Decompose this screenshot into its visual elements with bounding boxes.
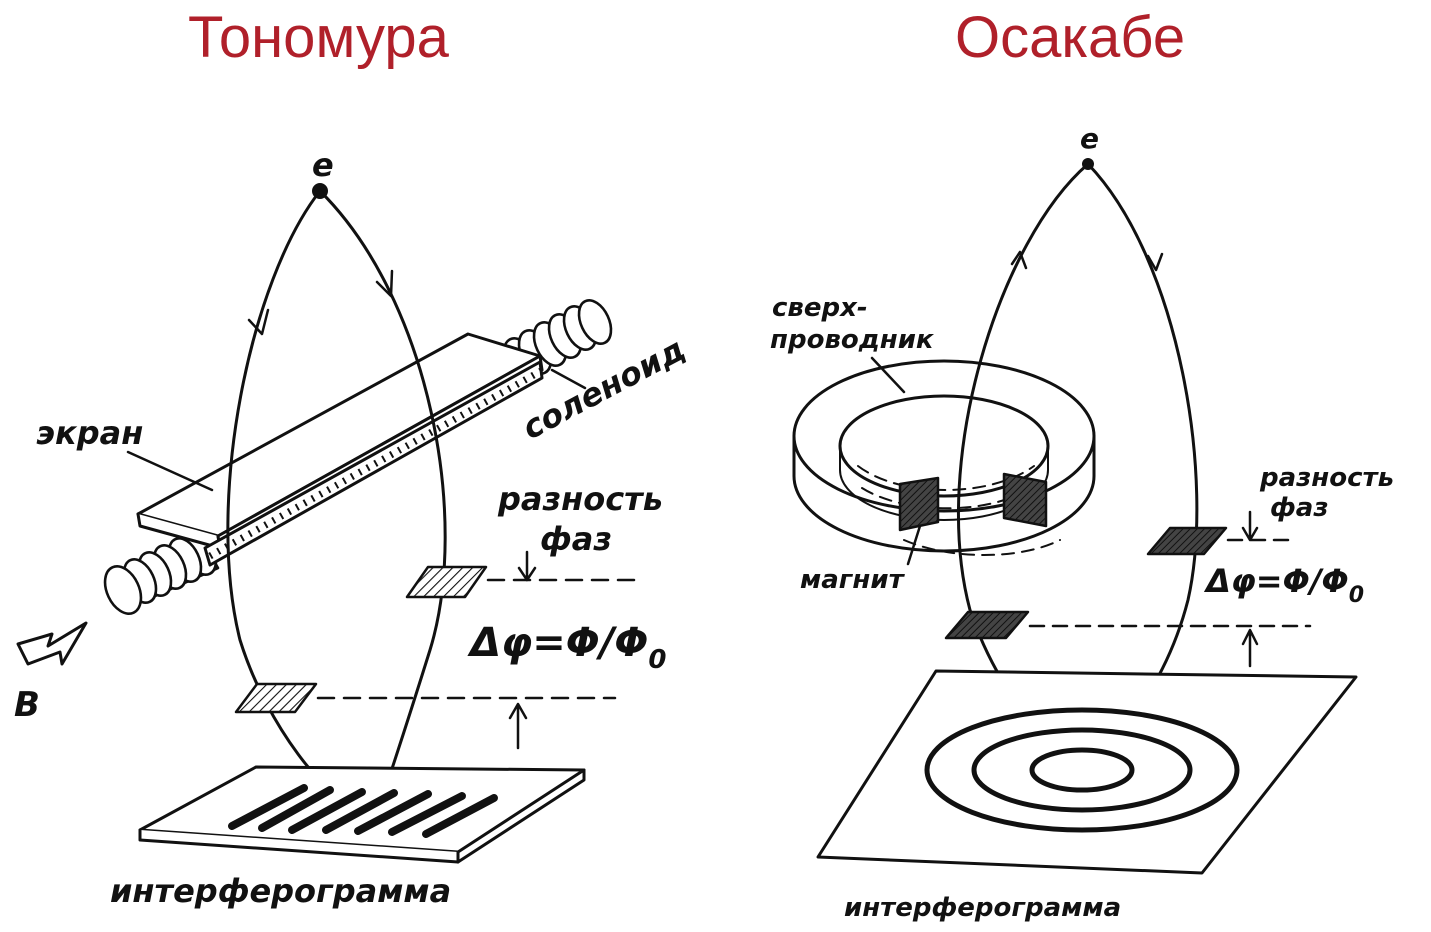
formula-left: Δφ=Φ/Φ0 bbox=[467, 620, 666, 675]
field-label-b: B bbox=[14, 685, 40, 725]
phase-arrow-up-left bbox=[508, 702, 528, 750]
tonomura-diagram bbox=[16, 183, 642, 864]
screen-bar bbox=[136, 332, 544, 567]
osakabe-diagram bbox=[792, 158, 1358, 875]
superconductor-label-1: сверх- bbox=[772, 293, 868, 323]
title-tonomura: Тономура bbox=[188, 5, 449, 70]
interferogram-label-left: интерферограмма bbox=[110, 872, 451, 910]
electron-label-left: e bbox=[312, 146, 334, 184]
phase-plane-upper-right bbox=[1146, 526, 1228, 556]
superconductor-leader bbox=[870, 356, 906, 394]
phase-diff-label-right-1: разность bbox=[1259, 463, 1394, 493]
phase-plane-lower-right bbox=[944, 610, 1030, 640]
screen-label: экран bbox=[36, 414, 143, 452]
interferogram-label-right: интерферограмма bbox=[844, 893, 1121, 923]
magnet-label: магнит bbox=[800, 565, 906, 595]
magnet-leader bbox=[906, 524, 922, 566]
electron-label-right: e bbox=[1080, 122, 1099, 155]
phase-plane-lower-left bbox=[234, 682, 318, 714]
solenoid-leader bbox=[550, 368, 587, 390]
interferogram-right bbox=[816, 669, 1358, 875]
phase-diff-label-left-2: фаз bbox=[540, 520, 612, 558]
phase-arrow-up-right bbox=[1241, 628, 1259, 668]
phase-plane-upper-left bbox=[405, 565, 488, 599]
field-arrow-b bbox=[16, 621, 88, 666]
labels-right: e сверх- проводник магнит разность фаз Δ… bbox=[770, 122, 1394, 923]
superconductor-toroid bbox=[792, 359, 1096, 556]
formula-right: Δφ=Φ/Φ0 bbox=[1203, 562, 1364, 608]
phase-arrow-down-right bbox=[1241, 510, 1259, 542]
interferogram-left bbox=[138, 765, 586, 864]
superconductor-label-2: проводник bbox=[770, 325, 935, 355]
phase-diff-label-right-2: фаз bbox=[1270, 493, 1328, 523]
phase-diff-label-left-1: разность bbox=[497, 480, 663, 518]
title-osakabe: Осакабе bbox=[955, 5, 1186, 70]
screen-leader bbox=[126, 450, 214, 492]
phase-arrow-down-left bbox=[517, 550, 537, 582]
labels-left: e экран соленоид разность фаз Δφ=Φ/Φ0 B … bbox=[14, 146, 691, 910]
